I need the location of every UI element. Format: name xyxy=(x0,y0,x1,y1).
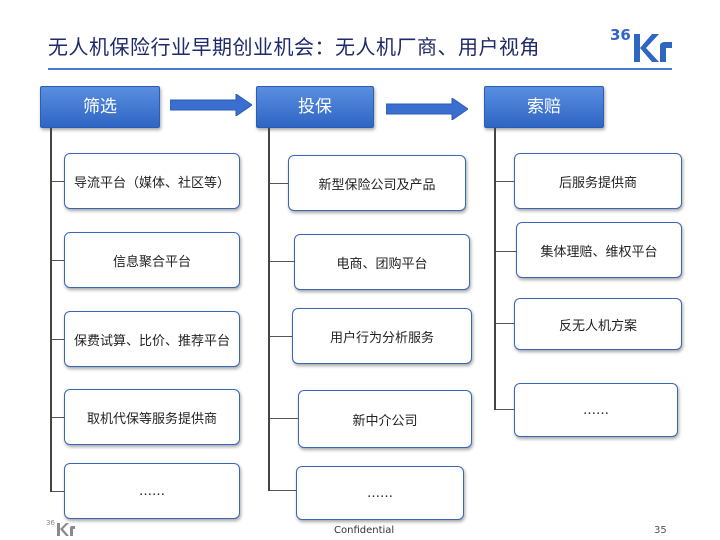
svg-text:36: 36 xyxy=(610,26,631,44)
tree-branch xyxy=(52,491,64,492)
list-item: …… xyxy=(296,466,464,520)
page-number: 35 xyxy=(654,525,667,536)
list-item: …… xyxy=(514,383,678,437)
list-item: 信息聚合平台 xyxy=(64,232,240,288)
tree-branch xyxy=(270,261,294,262)
tree-branch xyxy=(496,251,516,252)
36kr-logo-icon: 36 xyxy=(610,26,672,62)
list-item: 用户行为分析服务 xyxy=(292,308,472,364)
tree-connector xyxy=(268,128,270,491)
tree-branch xyxy=(52,339,64,340)
list-item: 新中介公司 xyxy=(298,390,472,448)
list-item: 保费试算、比价、推荐平台 xyxy=(64,311,240,367)
title-divider xyxy=(48,68,672,70)
list-item: 集体理赔、维权平台 xyxy=(516,222,682,278)
tree-connector xyxy=(494,128,496,410)
column-header-claim: 索赔 xyxy=(484,86,604,128)
tree-branch xyxy=(270,183,288,184)
tree-branch xyxy=(52,260,64,261)
list-item: 电商、团购平台 xyxy=(294,234,470,290)
tree-branch xyxy=(496,323,514,324)
list-item: 新型保险公司及产品 xyxy=(288,155,466,211)
tree-branch xyxy=(496,181,514,182)
column-header-screening: 筛选 xyxy=(40,86,160,128)
36kr-small-logo-icon: 36 xyxy=(46,519,75,536)
list-item: 后服务提供商 xyxy=(514,153,682,209)
tree-branch xyxy=(270,490,296,491)
tree-connector xyxy=(50,128,52,492)
tree-branch xyxy=(496,409,514,410)
tree-branch xyxy=(270,418,298,419)
tree-branch xyxy=(52,181,64,182)
list-item: 导流平台（媒体、社区等） xyxy=(64,153,240,209)
svg-text:36: 36 xyxy=(46,519,55,527)
tree-branch xyxy=(52,417,64,418)
footer-confidential: Confidential xyxy=(334,525,395,536)
tree-branch xyxy=(270,336,292,337)
flow-arrow-icon xyxy=(386,98,468,120)
list-item: …… xyxy=(64,463,240,519)
list-item: 反无人机方案 xyxy=(514,298,682,350)
column-header-insure: 投保 xyxy=(256,86,374,128)
slide-title: 无人机保险行业早期创业机会：无人机厂商、用户视角 xyxy=(48,35,540,59)
flow-arrow-icon xyxy=(170,94,252,116)
list-item: 取机代保等服务提供商 xyxy=(64,389,240,445)
